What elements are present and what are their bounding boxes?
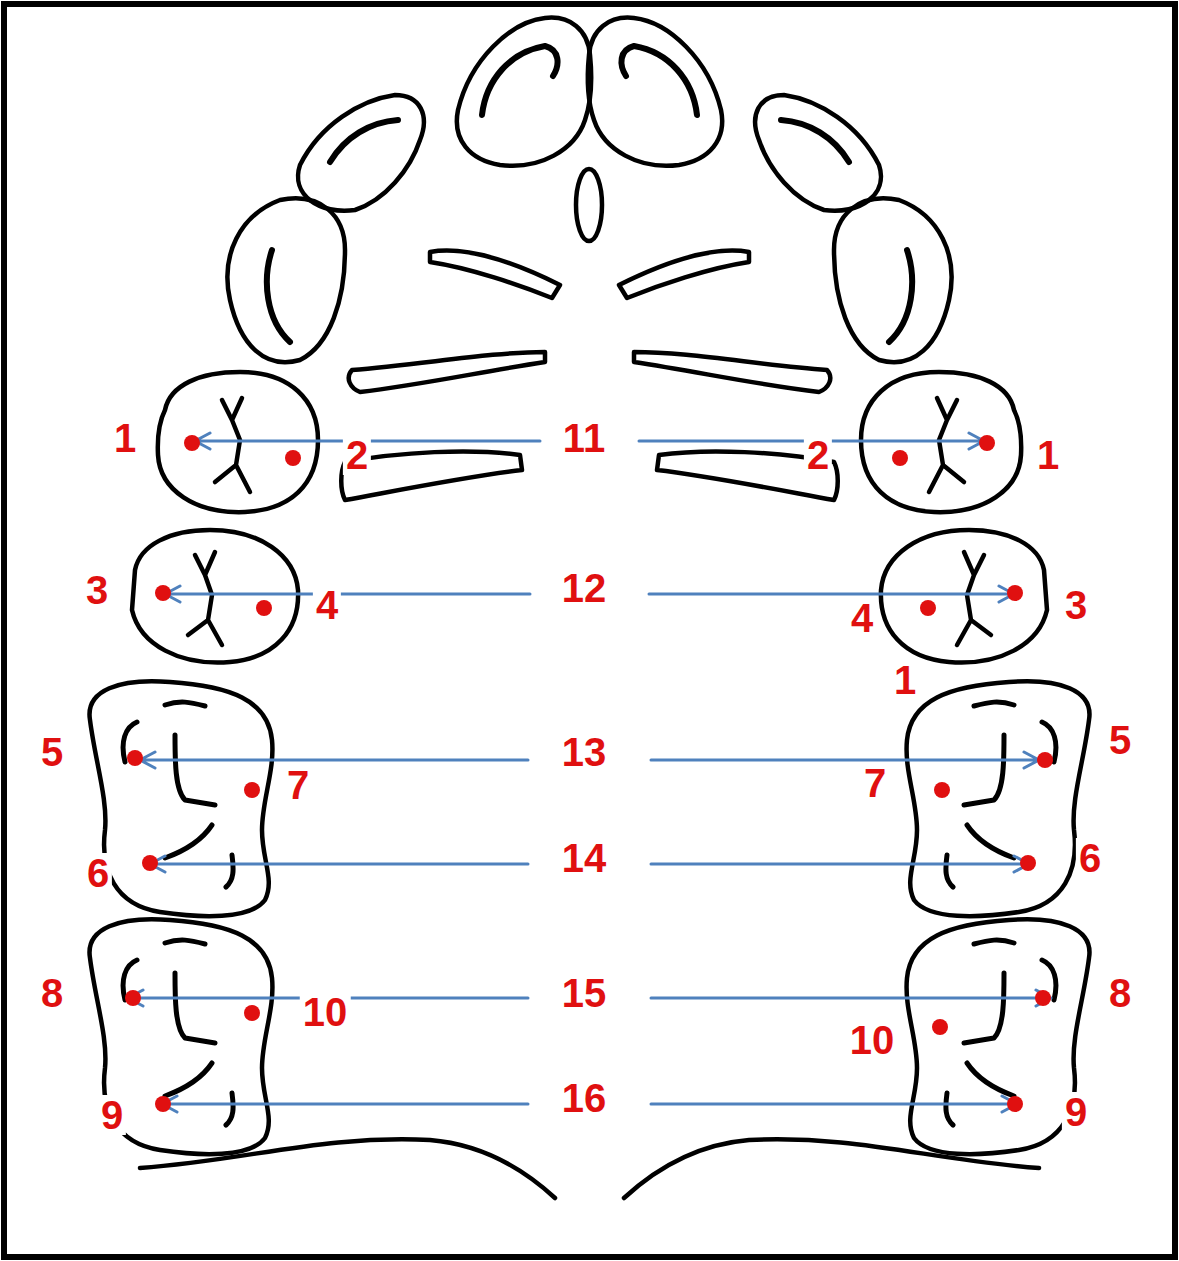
callout-number: 1 (891, 660, 919, 700)
callout-number: 3 (83, 570, 111, 610)
left-half-arch (90, 18, 592, 1198)
callout-number: 12 (559, 568, 610, 608)
callout-number: 2 (804, 435, 832, 475)
callout-number: 16 (559, 1078, 610, 1118)
callout-number: 8 (1106, 973, 1134, 1013)
callout-number: 14 (559, 838, 610, 878)
callout-number: 11 (560, 418, 608, 458)
callout-number: 13 (559, 732, 610, 772)
incisive-papilla (576, 169, 602, 241)
callout-number: 1 (1034, 435, 1062, 475)
right-half-arch (588, 18, 1090, 1198)
callout-number: 7 (861, 763, 889, 803)
frame (4, 4, 1175, 1257)
landmark-dots (125, 435, 1053, 1112)
callout-number: 7 (284, 765, 312, 805)
callout-number: 6 (1076, 838, 1104, 878)
callout-number: 9 (98, 1095, 126, 1135)
callout-number: 10 (847, 1020, 898, 1060)
callout-number: 1 (111, 418, 139, 458)
callout-number: 8 (38, 973, 66, 1013)
callout-number: 9 (1062, 1092, 1090, 1132)
callout-number: 4 (848, 598, 876, 638)
callout-number: 6 (84, 853, 112, 893)
callout-number: 5 (1106, 720, 1134, 760)
callout-number: 4 (313, 585, 341, 625)
callout-number: 3 (1062, 585, 1090, 625)
callout-number: 2 (343, 435, 371, 475)
callout-number: 15 (559, 973, 610, 1013)
callout-number: 10 (300, 992, 351, 1032)
callout-number: 5 (38, 732, 66, 772)
